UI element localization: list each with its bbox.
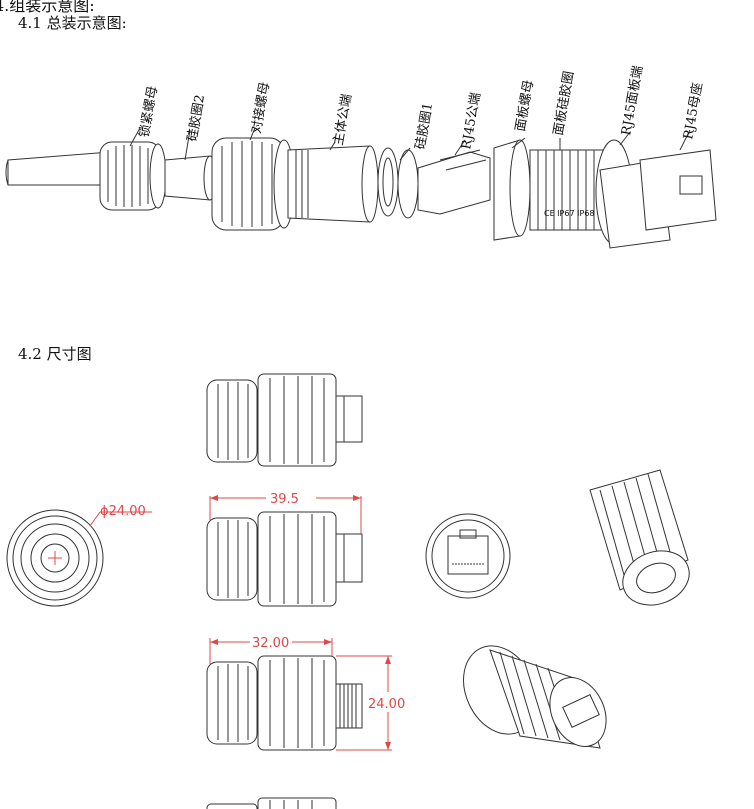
dimension-length-39-5: 39.5	[270, 492, 299, 507]
side-view-middle: 39.5	[206, 492, 363, 607]
label-rj45-female-socket: RJ45母座	[681, 81, 706, 140]
rj45-female-socket-part	[639, 149, 717, 231]
coupling-nut-part	[211, 137, 295, 231]
label-coupling-nut: 对接螺母	[248, 81, 273, 135]
side-view-top	[206, 373, 363, 467]
end-view-diameter: ϕ24.00	[6, 504, 152, 607]
section-title: 4.组装示意图:	[0, 0, 95, 15]
dimension-length-32: 32.00	[252, 636, 289, 651]
isometric-view-bottom-right	[463, 645, 607, 749]
panel-socket-front-view	[425, 513, 511, 599]
panel-threaded-body-part: CE IP67 IP68 ROHS	[529, 149, 620, 231]
lock-nut-part	[99, 141, 167, 211]
dimension-heading: 4.2 尺寸图	[18, 345, 92, 363]
assembly-heading: 4.1 总装示意图:	[18, 14, 127, 32]
label-main-male: 主体公端	[331, 93, 355, 147]
side-view-bottom: 32.00 24.00	[206, 636, 405, 751]
side-view-partial-bottom	[206, 797, 337, 809]
exploded-assembly-drawing: CE IP67 IP68 ROHS 锁紧螺母 硅胶圈2 对接螺母 主体公端 硅胶…	[5, 65, 717, 249]
label-rj45-male: RJ45公端	[459, 91, 484, 150]
dimension-diameter: ϕ24.00	[100, 504, 146, 519]
rj45-male-plug-part	[417, 149, 491, 215]
certification-mark: CE IP67 IP68 ROHS	[544, 209, 620, 218]
label-silicone-ring-1: 硅胶圈1	[412, 101, 436, 150]
label-rj45-panel-end: RJ45面板端	[619, 65, 646, 137]
label-panel-nut: 面板螺母	[513, 79, 537, 133]
main-male-body-part	[287, 145, 379, 223]
label-silicone-ring-2: 硅胶圈2	[184, 93, 208, 142]
label-lock-nut: 锁紧螺母	[136, 85, 161, 139]
isometric-view-top-right	[589, 469, 690, 606]
dimension-height: 24.00	[368, 697, 405, 712]
panel-nut-part	[493, 139, 531, 241]
label-panel-silicone-ring: 面板硅胶圈	[550, 70, 577, 137]
